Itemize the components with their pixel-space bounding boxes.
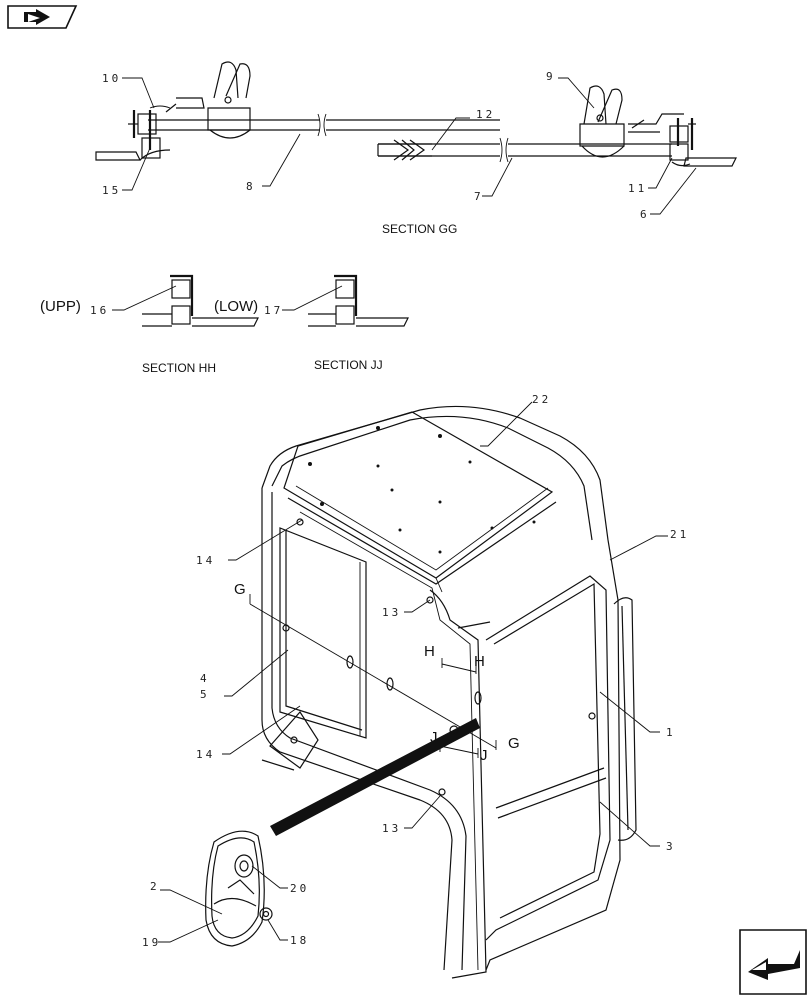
callout-3: 3 <box>666 840 676 853</box>
callout-18: 18 <box>290 934 309 947</box>
callout-2: 2 <box>150 880 160 893</box>
callout-14b: 14 <box>196 748 215 761</box>
callout-19: 19 <box>142 936 161 949</box>
callout-15: 15 <box>102 184 121 197</box>
callout-17: 17 <box>264 304 283 317</box>
callout-12: 12 <box>476 108 495 121</box>
low-label: (LOW) <box>214 298 258 315</box>
callout-8: 8 <box>246 180 256 193</box>
section-jj-drawing <box>282 274 409 327</box>
marker-h-right: H <box>474 653 485 670</box>
forward-button[interactable] <box>738 928 808 996</box>
section-hh-drawing <box>112 274 259 327</box>
marker-j-right: J <box>480 747 488 764</box>
callout-21: 21 <box>670 528 689 541</box>
marker-j-left: J <box>430 729 438 746</box>
back-arrow-icon <box>7 5 78 29</box>
callout-14a: 14 <box>196 554 215 567</box>
marker-g-left: G <box>234 581 246 598</box>
cab-drawing <box>222 401 668 979</box>
callout-13a: 13 <box>382 606 401 619</box>
callout-6: 6 <box>640 208 650 221</box>
marker-g-right: G <box>508 735 520 752</box>
section-gg-drawing <box>95 61 737 215</box>
section-hh-label: SECTION HH <box>142 361 216 375</box>
callout-16: 16 <box>90 304 109 317</box>
mirror-drawing <box>158 830 288 947</box>
callout-13b: 13 <box>382 822 401 835</box>
callout-20: 20 <box>290 882 309 895</box>
section-jj-label: SECTION JJ <box>314 358 383 372</box>
callout-9: 9 <box>546 70 556 83</box>
section-gg-label: SECTION GG <box>382 222 457 236</box>
callout-7: 7 <box>474 190 484 203</box>
back-button[interactable] <box>6 4 78 30</box>
callout-5: 5 <box>200 688 210 701</box>
callout-11: 11 <box>628 182 647 195</box>
callout-1: 1 <box>666 726 676 739</box>
upp-label: (UPP) <box>40 298 81 315</box>
callout-4: 4 <box>200 672 210 685</box>
callout-10: 10 <box>102 72 121 85</box>
forward-arrow-icon <box>739 929 807 995</box>
marker-h-left: H <box>424 643 435 660</box>
callout-22: 22 <box>532 393 551 406</box>
